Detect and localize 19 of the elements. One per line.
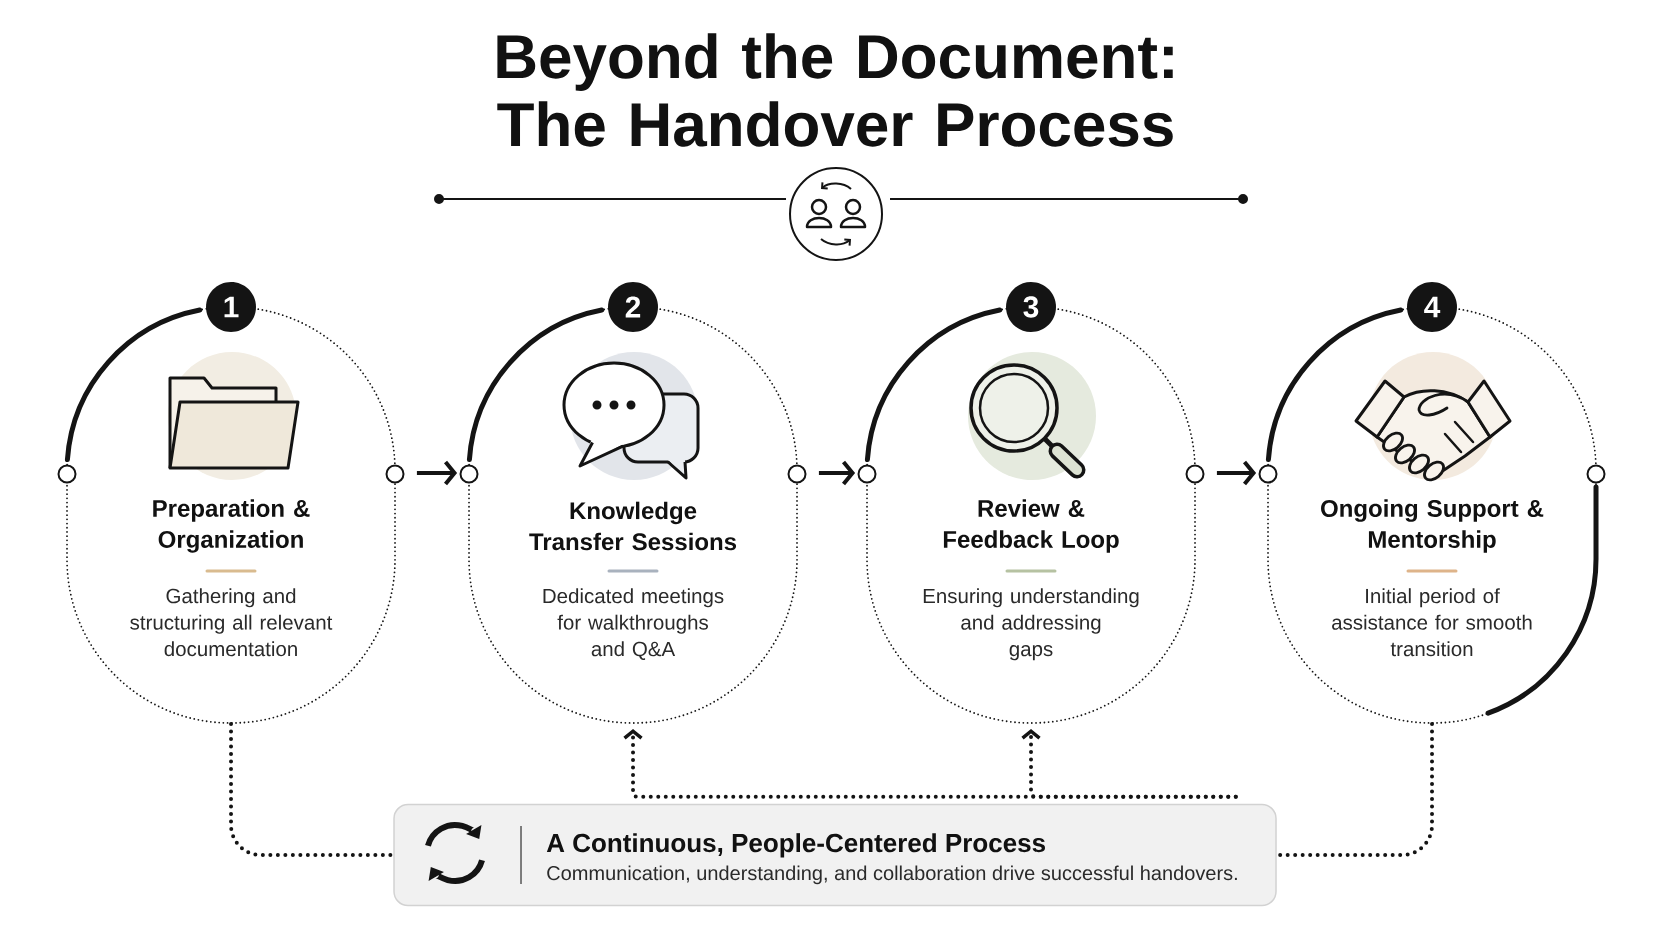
panel-title: A Continuous, People-Centered Process — [546, 833, 1045, 858]
step-title: Preparation & Organization — [153, 499, 310, 553]
step-number-badge: 1 — [206, 282, 256, 332]
arrow — [1021, 728, 1238, 799]
step-number-badge: 3 — [1006, 282, 1056, 332]
step-description: Initial period of assistance for smooth transition — [1332, 588, 1532, 657]
step-title: Review & Feedback Loop — [943, 499, 1119, 553]
step-number-badge: 2 — [608, 282, 658, 332]
step-description: Gathering and structuring all relevant documentation — [130, 588, 333, 657]
step-title: Knowledge Transfer Sessions — [529, 501, 737, 551]
panel-text: Communication, understanding, and collaboration drive successful handovers. — [547, 865, 1237, 885]
step-description: Dedicated meetings for walkthroughs and Q&A — [543, 588, 724, 660]
step-description: Ensuring understanding and addressing gaps — [923, 588, 1139, 661]
step-title: Ongoing Support & Mentorship — [1321, 499, 1544, 553]
arrow — [818, 460, 856, 486]
arrow — [1216, 460, 1257, 486]
title: Beyond the Document: The Handover Process — [497, 33, 1173, 147]
step-number-badge: 4 — [1407, 282, 1457, 332]
arrow — [416, 460, 458, 486]
